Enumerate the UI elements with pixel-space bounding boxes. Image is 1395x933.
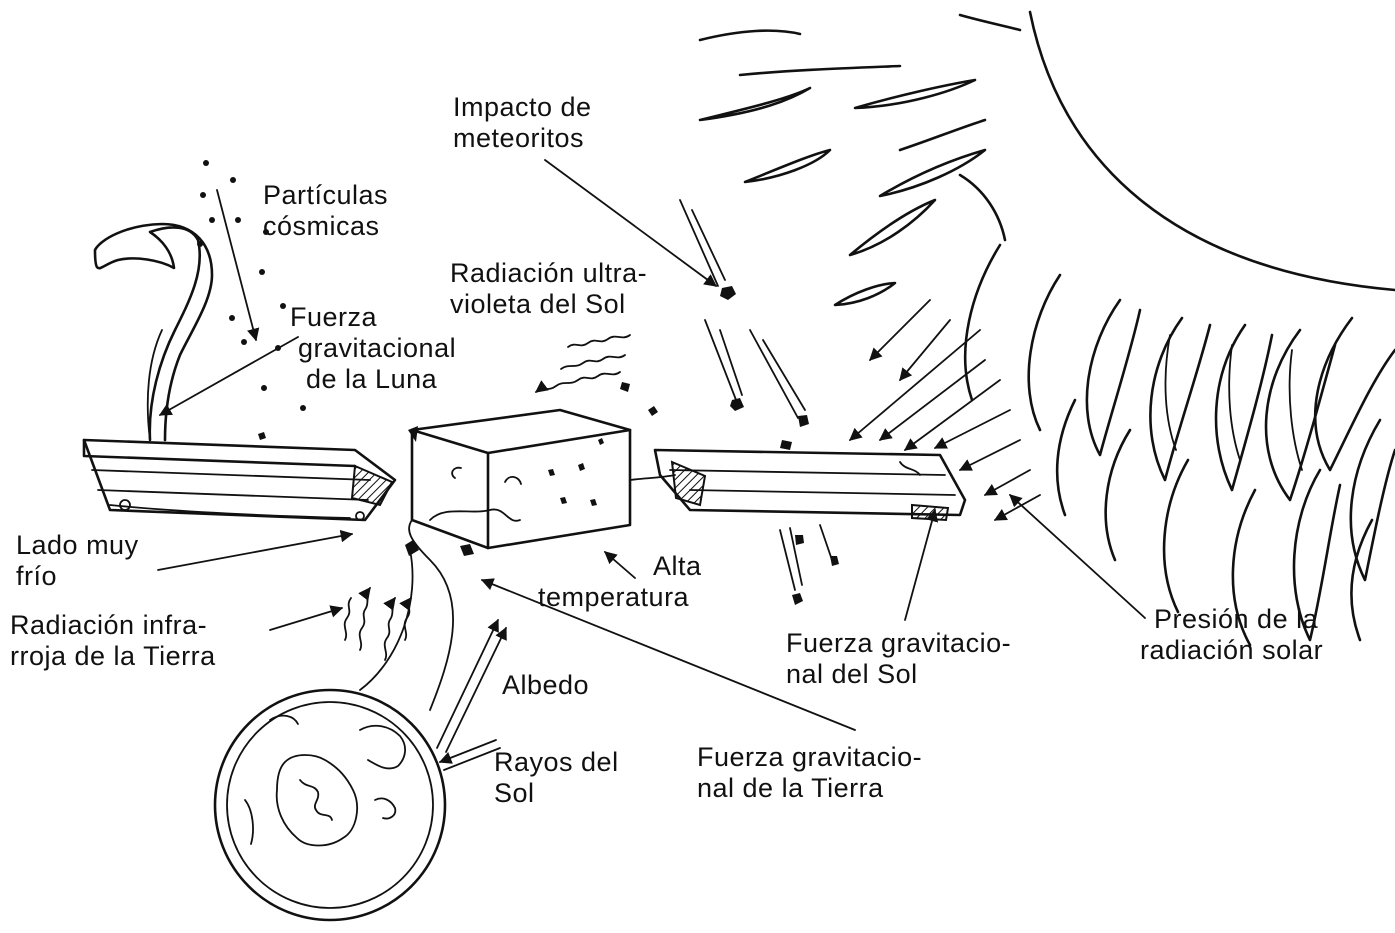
- uv-radiation-waves: [536, 335, 658, 416]
- label-radiacion-infrarroja: Radiación infra-rroja de la Tierra: [10, 610, 216, 672]
- callout-infrarroja: [270, 608, 342, 630]
- label-albedo: Albedo: [502, 670, 589, 701]
- label-fuerza-sol: Fuerza gravitacio-nal del Sol: [786, 628, 1011, 690]
- callout-fuerza-sol: [905, 510, 935, 620]
- moon: [95, 224, 212, 440]
- sun-corona-flames: [965, 245, 1395, 645]
- satellite-body: [405, 410, 630, 556]
- label-radiacion-ultravioleta: Radiación ultra-violeta del Sol: [450, 258, 647, 320]
- label-fuerza-luna: Fuerza gravitacional de la Luna: [290, 302, 456, 395]
- callout-fuerza-luna: [160, 337, 298, 415]
- meteorites: [680, 200, 839, 605]
- callout-presion: [1010, 495, 1145, 618]
- solar-rays: [850, 300, 1040, 520]
- right-solar-panel: [630, 440, 965, 520]
- sun-limb: [1030, 12, 1395, 290]
- left-solar-panel: [84, 432, 395, 520]
- label-fuerza-tierra: Fuerza gravitacio-nal de la Tierra: [697, 742, 922, 804]
- earth: [215, 690, 445, 920]
- callout-lado-frio: [158, 534, 352, 570]
- infrared-waves: [345, 588, 411, 660]
- sun-wisps: [700, 15, 1020, 305]
- sun: [700, 12, 1395, 645]
